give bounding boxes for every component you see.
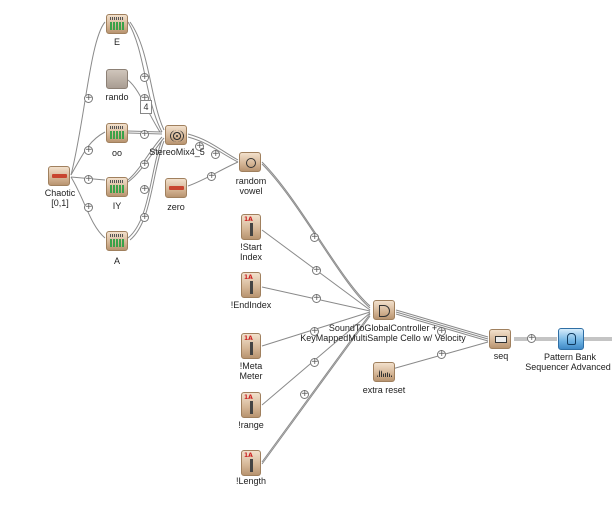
connector-icon[interactable]: + bbox=[527, 333, 536, 343]
node-label: A bbox=[113, 256, 121, 266]
node-label: E bbox=[113, 37, 121, 47]
chaotic-generator-icon[interactable] bbox=[48, 166, 70, 186]
connector-icon[interactable]: + bbox=[84, 174, 93, 184]
connector-icon[interactable]: + bbox=[84, 93, 93, 103]
mixer-icon[interactable] bbox=[165, 125, 187, 145]
node-label: Sequencer Advanced bbox=[525, 362, 611, 372]
control-fader-icon[interactable] bbox=[241, 333, 261, 359]
node-label: extra reset bbox=[362, 385, 406, 395]
node-label: SoundToGlobalController + bbox=[328, 323, 438, 333]
envelope-icon[interactable] bbox=[373, 362, 395, 382]
connector-icon[interactable]: + bbox=[312, 293, 321, 303]
connector-icon[interactable]: + bbox=[195, 141, 204, 151]
node-label: oo bbox=[111, 148, 123, 158]
vowel-filter-icon[interactable] bbox=[239, 152, 261, 172]
connector-icon[interactable]: + bbox=[140, 184, 149, 194]
sound-to-global-icon[interactable] bbox=[373, 300, 395, 320]
node-label: zero bbox=[167, 202, 185, 212]
node-label: !Length bbox=[235, 476, 267, 486]
formant-table-icon[interactable] bbox=[106, 123, 128, 143]
node-label: !range bbox=[238, 420, 264, 430]
connector-icon[interactable]: + bbox=[211, 149, 220, 159]
node-label: KeyMappedMultiSample Cello w/ Velocity bbox=[300, 333, 466, 343]
connector-icon[interactable]: + bbox=[140, 159, 149, 169]
formant-table-icon[interactable] bbox=[106, 231, 128, 251]
node-label: rando bbox=[105, 92, 129, 102]
connector-icon[interactable]: + bbox=[84, 145, 93, 155]
connector-icon[interactable]: + bbox=[310, 326, 319, 336]
connector-icon[interactable]: + bbox=[140, 129, 149, 139]
connector-icon[interactable]: + bbox=[310, 357, 319, 367]
connector-icon[interactable]: + bbox=[310, 232, 319, 242]
formant-table-icon[interactable] bbox=[106, 14, 128, 34]
node-label: Meter bbox=[239, 371, 263, 381]
control-fader-icon[interactable] bbox=[241, 272, 261, 298]
node-label: !EndIndex bbox=[230, 300, 272, 310]
sequencer-icon[interactable] bbox=[489, 329, 511, 349]
node-label: !Meta bbox=[239, 361, 263, 371]
node-label: vowel bbox=[239, 186, 263, 196]
rando-value-box[interactable]: 4 bbox=[140, 100, 152, 114]
control-fader-icon[interactable] bbox=[241, 450, 261, 476]
connector-icon[interactable]: + bbox=[312, 265, 321, 275]
pattern-bank-icon[interactable] bbox=[558, 328, 584, 350]
connector-icon[interactable]: + bbox=[140, 72, 149, 82]
node-label: random bbox=[235, 176, 267, 186]
node-label: Index bbox=[239, 252, 263, 262]
control-fader-icon[interactable] bbox=[241, 214, 261, 240]
random-source-icon[interactable] bbox=[106, 69, 128, 89]
constant-icon[interactable] bbox=[165, 178, 187, 198]
formant-table-icon[interactable] bbox=[106, 177, 128, 197]
node-label: [0,1] bbox=[51, 198, 69, 208]
node-label: seq bbox=[493, 351, 509, 361]
control-fader-icon[interactable] bbox=[241, 392, 261, 418]
node-label: !Start bbox=[240, 242, 262, 252]
connector-icon[interactable]: + bbox=[84, 202, 93, 212]
node-label: IY bbox=[112, 201, 122, 211]
connector-icon[interactable]: + bbox=[437, 349, 446, 359]
connector-icon[interactable]: + bbox=[140, 212, 149, 222]
node-label: Chaotic bbox=[44, 188, 76, 198]
connector-icon[interactable]: + bbox=[437, 326, 446, 336]
node-label: StereoMix4_5 bbox=[149, 147, 205, 157]
connector-icon[interactable]: + bbox=[207, 171, 216, 181]
connector-icon[interactable]: + bbox=[300, 389, 309, 399]
node-label: Pattern Bank bbox=[543, 352, 597, 362]
